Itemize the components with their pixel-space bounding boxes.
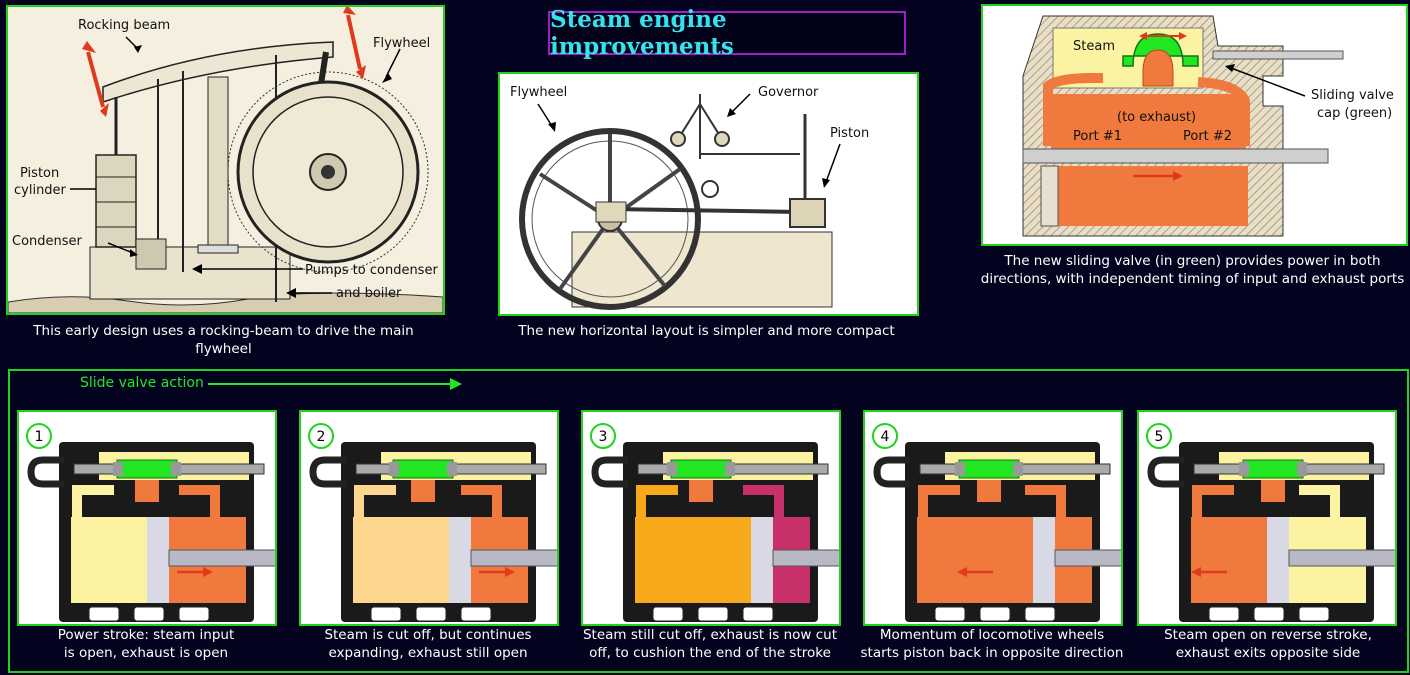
ground bbox=[7, 292, 444, 314]
step-number-badge: 3 bbox=[590, 423, 616, 449]
slide-valve-step-3: 3 bbox=[581, 410, 841, 626]
piston-cylinder bbox=[95, 154, 137, 248]
step-caption-line-1: Steam is cut off, but continues bbox=[324, 627, 532, 643]
rocking-beam-caption: This early design uses a rocking-beam to… bbox=[33, 323, 414, 357]
condenser bbox=[135, 238, 167, 270]
step-caption-line-2: is open, exhaust is open bbox=[63, 645, 229, 661]
step-caption-line-1: Steam open on reverse stroke, bbox=[1164, 627, 1372, 643]
label-rocking-beam: Rocking beam bbox=[78, 18, 170, 33]
label-cap-green: cap (green) bbox=[1317, 106, 1392, 121]
beam-motion-arrow-right bbox=[346, 14, 362, 70]
step-caption-line-2: exhaust exits opposite side bbox=[1175, 645, 1361, 661]
page-title: Steam engine improvements bbox=[548, 6, 906, 60]
beam-motion-arrow-left bbox=[86, 51, 105, 108]
slide-valve-step-5-caption: Steam open on reverse stroke, exhaust exi… bbox=[1128, 626, 1408, 662]
label-flywheel: Flywheel bbox=[373, 36, 430, 51]
slide-valve-direction-arrow bbox=[208, 378, 462, 390]
label-pumps: Pumps to condenser bbox=[305, 263, 438, 278]
slide-valve-step-3-caption: Steam still cut off, exhaust is now cut o… bbox=[570, 626, 850, 662]
step-number-badge: 5 bbox=[1146, 423, 1172, 449]
governor-ball-right bbox=[714, 131, 730, 147]
exhaust-region bbox=[1051, 94, 1246, 149]
slide-valve-step-diagram: 5 bbox=[1146, 423, 1395, 622]
horizontal-engine-illustration: Flywheel Governor Piston bbox=[510, 85, 869, 310]
step-number-badge: 4 bbox=[872, 423, 898, 449]
slide-valve-step-4-caption: Momentum of locomotive wheels starts pist… bbox=[852, 626, 1132, 662]
horizontal-engine-caption: The new horizontal layout is simpler and… bbox=[518, 323, 895, 339]
slide-valve-action-section bbox=[8, 369, 1409, 673]
label-condenser: Condenser bbox=[12, 234, 83, 249]
page-title-text: Steam engine improvements bbox=[550, 6, 734, 60]
label-governor: Governor bbox=[758, 85, 819, 100]
label-port-1: Port #1 bbox=[1073, 129, 1122, 144]
piston-cylinder bbox=[789, 198, 826, 228]
slide-valve-step-4: 4 bbox=[863, 410, 1123, 626]
port-1-channel bbox=[1043, 73, 1103, 146]
step-caption-line-2: expanding, exhaust still open bbox=[328, 645, 528, 661]
step-caption-line-1: Momentum of locomotive wheels bbox=[879, 627, 1105, 643]
label-to-exhaust: (to exhaust) bbox=[1117, 110, 1196, 125]
label-cylinder: cylinder bbox=[14, 183, 67, 198]
slide-valve-heading: Slide valve action bbox=[80, 375, 204, 391]
step-caption-line-1: Power stroke: steam input bbox=[57, 627, 235, 643]
engine-bed bbox=[571, 231, 833, 308]
engine-base bbox=[89, 246, 291, 300]
sliding-valve-caption-line-2: directions, with independent timing of i… bbox=[980, 271, 1405, 287]
sliding-valve-caption-line-1: The new sliding valve (in green) provide… bbox=[1004, 253, 1381, 269]
slide-valve-step-1: 1 bbox=[17, 410, 277, 626]
slide-valve-step-5: 5 bbox=[1137, 410, 1397, 626]
slide-valve-step-diagram: 3 bbox=[590, 423, 839, 622]
label-boiler: and boiler bbox=[336, 286, 402, 301]
slide-valve-step-diagram: 1 bbox=[26, 423, 275, 622]
label-piston: Piston bbox=[20, 166, 59, 181]
slide-valve-step-2-caption: Steam is cut off, but continues expanding… bbox=[288, 626, 568, 662]
piston-rod bbox=[1022, 148, 1329, 164]
sliding-valve-caption: The new sliding valve (in green) provide… bbox=[975, 252, 1410, 288]
sliding-valve-panel: Steam (to exhaust) Port #1 Port #2 Slidi… bbox=[981, 4, 1408, 246]
step-number: 4 bbox=[881, 429, 890, 445]
rocking-beam-illustration: Rocking beam Flywheel Piston cylinder Co… bbox=[7, 5, 444, 314]
step-number: 3 bbox=[599, 429, 608, 445]
step-caption-line-2: starts piston back in opposite direction bbox=[860, 645, 1124, 661]
support-column bbox=[207, 76, 229, 248]
slide-valve-step-diagram: 2 bbox=[308, 423, 557, 622]
flywheel bbox=[519, 128, 701, 310]
label-piston: Piston bbox=[830, 126, 869, 141]
slide-valve-step-1-caption: Power stroke: steam input is open, exhaus… bbox=[6, 626, 286, 662]
step-number-badge: 1 bbox=[26, 423, 52, 449]
slide-valve-step-diagram: 4 bbox=[872, 423, 1121, 622]
horizontal-engine-panel: Flywheel Governor Piston bbox=[498, 72, 919, 316]
step-caption-line-2: off, to cushion the end of the stroke bbox=[589, 645, 831, 661]
label-sliding-valve: Sliding valve bbox=[1311, 88, 1394, 103]
governor-ball-left bbox=[670, 131, 686, 147]
rocking-beam-panel: Rocking beam Flywheel Piston cylinder Co… bbox=[6, 5, 445, 315]
step-number: 2 bbox=[317, 429, 326, 445]
slide-valve-step-2: 2 bbox=[299, 410, 559, 626]
label-steam: Steam bbox=[1073, 39, 1115, 54]
label-flywheel: Flywheel bbox=[510, 85, 567, 100]
sliding-valve-illustration: Steam (to exhaust) Port #1 Port #2 Slidi… bbox=[1022, 15, 1394, 237]
step-number-badge: 2 bbox=[308, 423, 334, 449]
label-port-2: Port #2 bbox=[1183, 129, 1232, 144]
step-caption-line-1: Steam still cut off, exhaust is now cut bbox=[582, 627, 837, 643]
step-number: 5 bbox=[1155, 429, 1164, 445]
step-number: 1 bbox=[35, 429, 44, 445]
